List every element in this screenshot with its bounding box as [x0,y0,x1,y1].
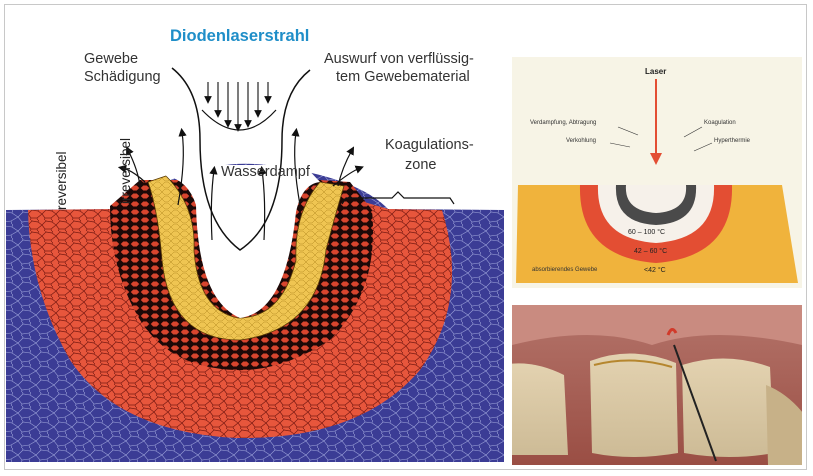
teeth-illustration [512,305,802,465]
label-reversible: reversibel [54,151,69,210]
label-coag-1: Koagulations- [385,137,474,154]
tooth-center [590,353,678,457]
beam-arrows [208,82,268,128]
label-coag-2: zone [405,157,436,174]
inset-laser: Laser [645,67,666,76]
inset-temp-high: 60 – 100 °C [628,229,665,236]
label-damage-2: Schädigung [84,69,161,86]
beam-inner-curve [202,110,276,130]
inset-hyperthermia-label: Hyperthermie [714,138,750,144]
inset-coagulation-label: Koagulation [704,120,736,126]
label-steam: Wasserdampf [221,164,310,181]
clinical-photo [512,305,802,465]
temperature-zone-inset: Laser Verdampfung, Abtragung Verkohlung … [512,57,802,288]
diagram-title: Diodenlaserstrahl [170,27,309,46]
inset-temp-low: <42 °C [644,267,666,274]
tooth-left [512,363,568,455]
inset-tissue-label: absorbierendes Gewebe [532,267,597,273]
label-irreversible: irreversibel [118,138,133,204]
label-damage-1: Gewebe [84,51,138,68]
inset-carbonization-label: Verkohlung [566,138,596,144]
label-ejection-1: Auswurf von verflüssig- [324,51,474,68]
inset-vaporization: Verdampfung, Abtragung [530,120,596,126]
inset-temp-mid: 42 – 60 °C [634,248,667,255]
label-ejection-2: tem Gewebematerial [336,69,470,86]
